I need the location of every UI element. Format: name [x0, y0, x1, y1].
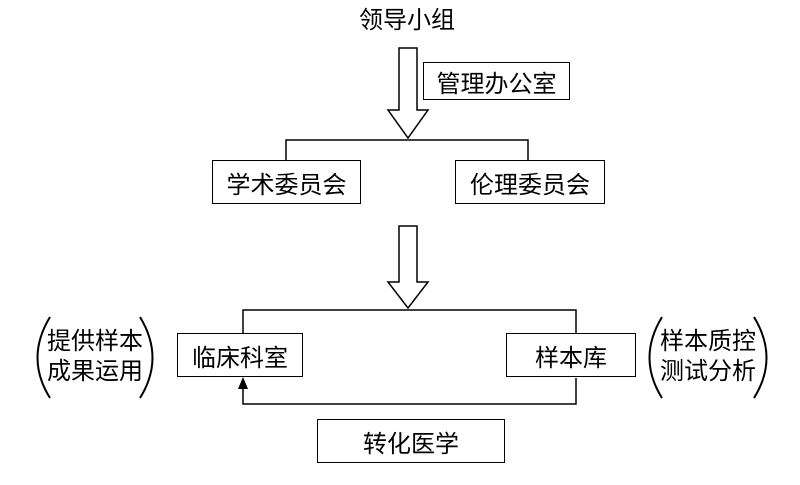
department-bracket — [242, 309, 577, 333]
translational-medicine-box: 转化医学 — [317, 419, 505, 463]
feedback-arrowhead — [238, 377, 248, 389]
right-note-line2: 测试分析 — [660, 357, 756, 385]
biobank-box: 样本库 — [506, 333, 636, 377]
left-paren-close — [139, 316, 154, 399]
left-note-line1: 提供样本 — [47, 327, 143, 355]
academic-committee-box: 学术委员会 — [212, 160, 361, 204]
left-note-line2: 成果运用 — [47, 357, 143, 385]
left-paren — [36, 316, 51, 399]
right-note: 样本质控 测试分析 — [657, 326, 759, 386]
right-paren — [648, 316, 663, 399]
clinical-department-box: 临床科室 — [177, 333, 303, 377]
top-title: 领导小组 — [359, 6, 455, 34]
committee-bracket — [285, 139, 529, 160]
right-note-line1: 样本质控 — [660, 327, 756, 355]
ethics-committee-box: 伦理委员会 — [455, 160, 605, 204]
feedback-loop-line — [242, 378, 577, 405]
management-office-box: 管理办公室 — [423, 62, 570, 100]
right-paren-close — [753, 316, 768, 399]
hollow-arrow-middle — [386, 225, 430, 310]
left-note: 提供样本 成果运用 — [45, 326, 145, 386]
hollow-arrow-top — [386, 47, 430, 140]
